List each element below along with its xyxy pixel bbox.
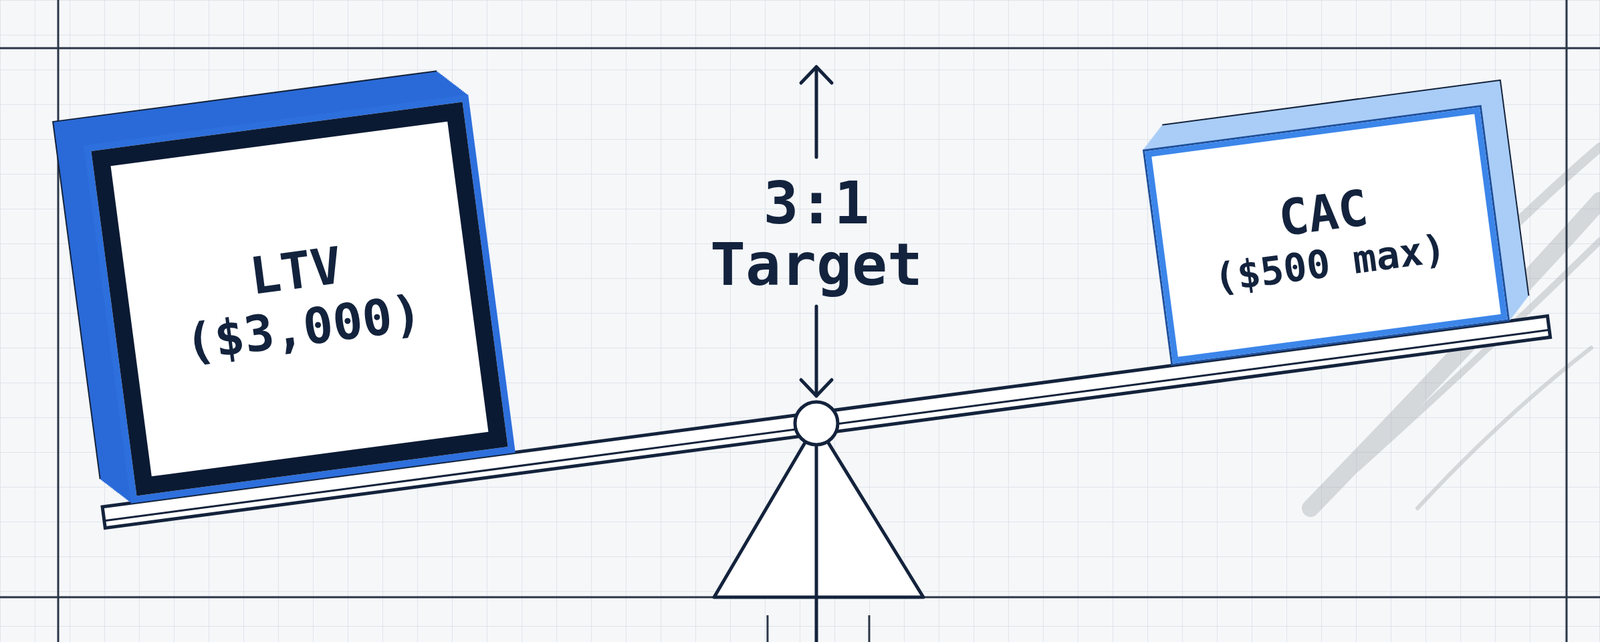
target-label: 3:1 Target bbox=[704, 172, 929, 297]
metric-box: LTV($3,000) bbox=[90, 101, 508, 496]
metric-box: CAC($500 max) bbox=[1144, 106, 1508, 364]
pivot-circle bbox=[794, 401, 838, 445]
fulcrum bbox=[714, 423, 924, 642]
